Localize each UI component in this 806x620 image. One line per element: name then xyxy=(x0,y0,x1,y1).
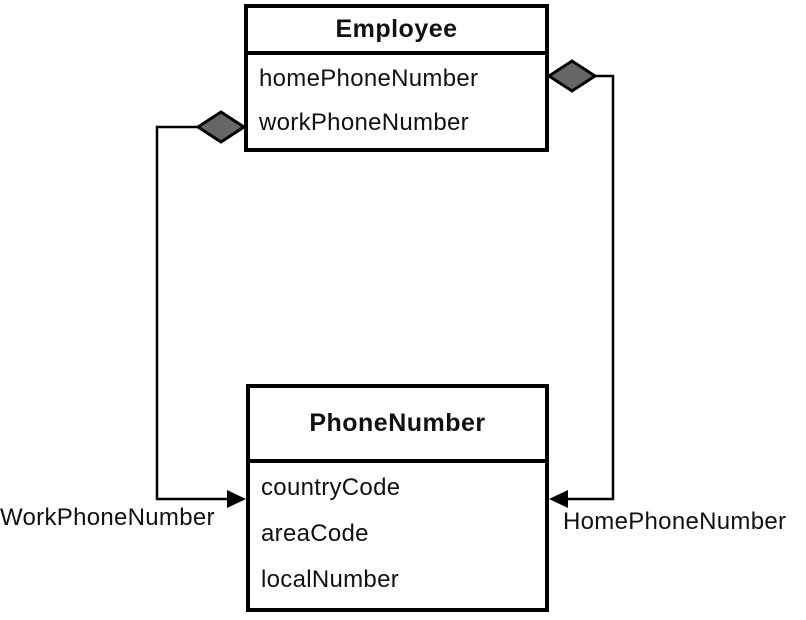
home-connector-line[interactable] xyxy=(561,74,615,501)
work-arrowhead-icon xyxy=(227,490,246,508)
attribute-areaCode[interactable]: areaCode xyxy=(261,520,369,547)
work-connector-line[interactable] xyxy=(155,125,234,501)
home-aggregation-diamond-icon xyxy=(546,59,598,93)
work-connector-label: WorkPhoneNumber xyxy=(0,504,215,531)
work-aggregation-diamond-icon xyxy=(195,110,247,144)
home-arrowhead-icon xyxy=(549,490,568,508)
attribute-homePhoneNumber[interactable]: homePhoneNumber xyxy=(259,65,479,92)
home-connector-label: HomePhoneNumber xyxy=(563,508,787,535)
class-box-employee[interactable]: Employee homePhoneNumber workPhoneNumber xyxy=(244,4,549,152)
class-box-phonenumber[interactable]: PhoneNumber countryCode areaCode localNu… xyxy=(246,384,549,612)
phonenumber-attributes: countryCode areaCode localNumber xyxy=(250,463,545,603)
employee-attributes: homePhoneNumber workPhoneNumber xyxy=(248,55,545,145)
attribute-localNumber[interactable]: localNumber xyxy=(261,566,400,593)
class-title-employee: Employee xyxy=(248,8,545,55)
attribute-countryCode[interactable]: countryCode xyxy=(261,474,401,501)
class-title-phonenumber: PhoneNumber xyxy=(250,388,545,463)
attribute-workPhoneNumber[interactable]: workPhoneNumber xyxy=(259,109,469,136)
